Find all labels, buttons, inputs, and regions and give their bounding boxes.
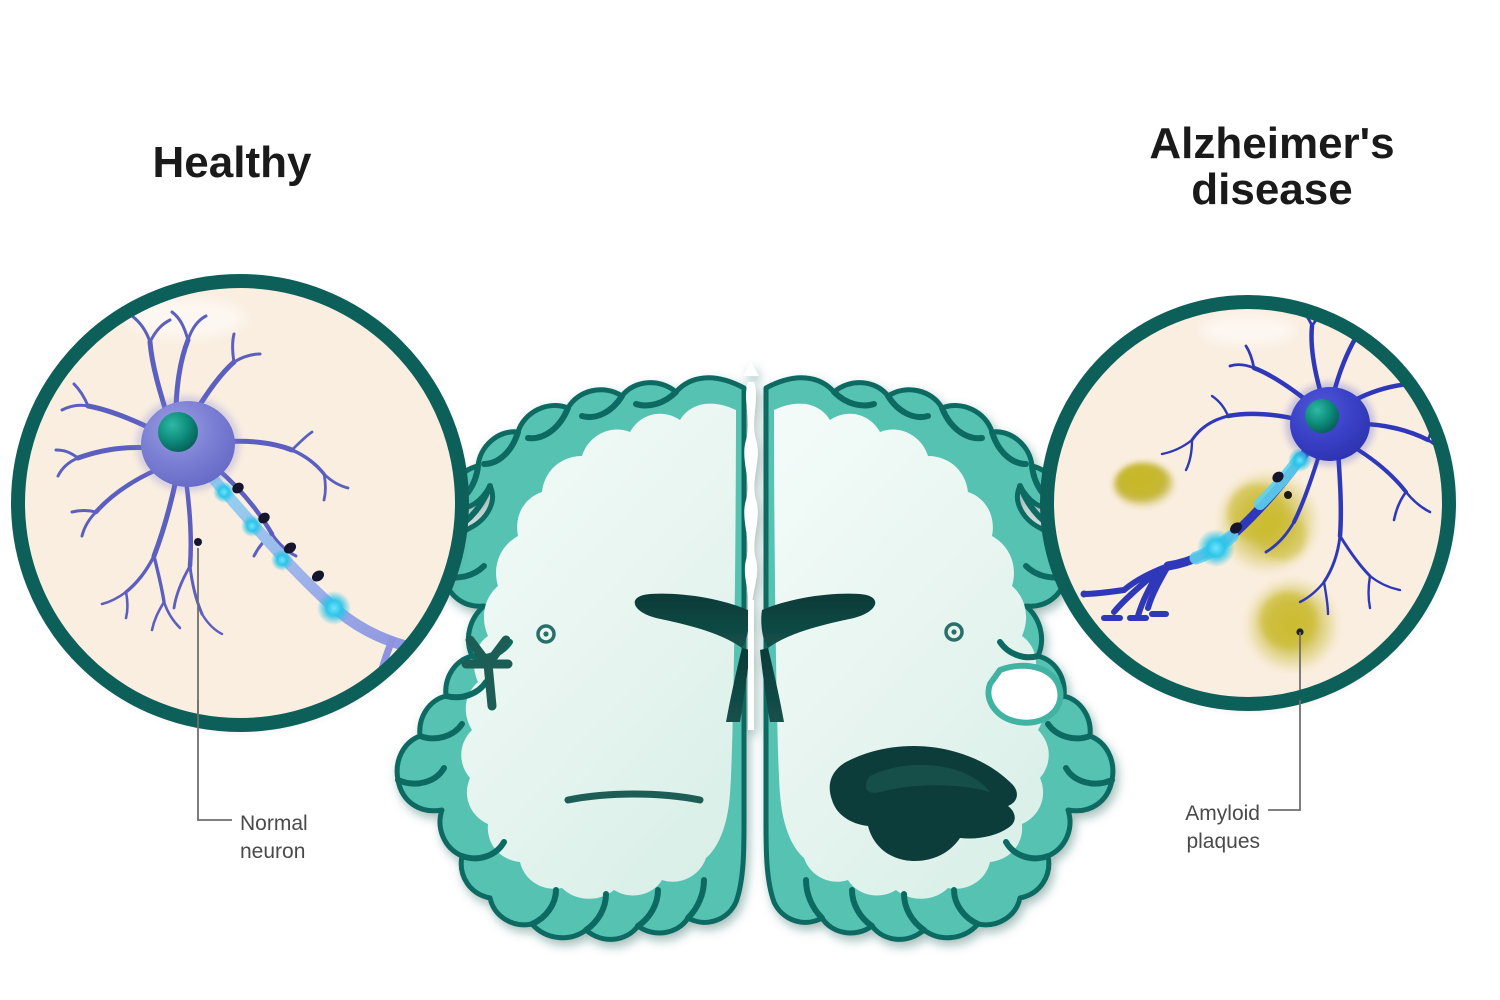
lateral-ventricles bbox=[634, 593, 876, 722]
brain-cross-section bbox=[394, 362, 1116, 942]
ventricle-right-stem bbox=[760, 648, 784, 722]
callout-normal-neuron-line1: Normal bbox=[240, 812, 308, 835]
enlarged-ventricle-highlight bbox=[865, 764, 990, 793]
ad-ranvier-nodes bbox=[1230, 471, 1284, 534]
page-title-alzheimers-line2: disease bbox=[1191, 165, 1352, 214]
healthy-circle-border bbox=[11, 274, 469, 732]
ventricle-left-wing bbox=[634, 593, 749, 648]
ad-terminal-bulbs bbox=[1080, 590, 1169, 621]
page-title-alzheimers-line1: Alzheimer's bbox=[1149, 119, 1394, 168]
plaque-lower bbox=[1244, 577, 1340, 673]
fissure-lower-gap bbox=[748, 600, 754, 730]
normal-leader-outside bbox=[197, 700, 232, 821]
left-internal-fissure bbox=[461, 635, 513, 711]
normal-neuron bbox=[54, 310, 462, 702]
left-white-matter bbox=[461, 403, 736, 899]
ventricle-right-wing bbox=[761, 593, 876, 648]
ad-nucleus bbox=[1305, 399, 1339, 433]
fissure-top-notch bbox=[743, 362, 759, 376]
healthy-panel bbox=[11, 274, 469, 732]
brain-left-hemisphere bbox=[394, 375, 747, 942]
healthy-dendrites bbox=[54, 310, 350, 636]
callout-amyloid-plaques-line1: Amyloid bbox=[1185, 802, 1260, 825]
left-lower-sulcus bbox=[564, 790, 704, 804]
interhemispheric-fissure bbox=[744, 382, 758, 606]
healthy-circle-sheen bbox=[126, 298, 246, 338]
alzheimers-panel bbox=[1040, 295, 1456, 811]
ventricle-left-stem bbox=[726, 648, 750, 722]
healthy-nucleus bbox=[158, 412, 198, 452]
alzheimers-circle-border bbox=[1040, 295, 1456, 711]
amyloid-leader-outside bbox=[1268, 700, 1301, 811]
right-nucleus-marker bbox=[944, 622, 964, 642]
healthy-ranvier-nodes bbox=[194, 482, 325, 582]
page-title-healthy: Healthy bbox=[153, 138, 312, 187]
healthy-myelin-nodes bbox=[213, 481, 351, 625]
ad-axon-terminals bbox=[1081, 563, 1171, 619]
right-sulci-group bbox=[803, 389, 1115, 933]
plaque-speck bbox=[1284, 491, 1292, 499]
left-nucleus-marker bbox=[536, 624, 556, 644]
right-atrophy-notch bbox=[985, 662, 1064, 726]
alzheimers-neuron bbox=[1080, 304, 1449, 621]
callout-amyloid-plaques-line2: plaques bbox=[1186, 830, 1260, 853]
callout-normal-neuron-line2: neuron bbox=[240, 840, 305, 863]
alzheimers-circle-sheen bbox=[1200, 315, 1296, 345]
normal-neuron-leader-line bbox=[197, 548, 232, 725]
plaque-small-left bbox=[1114, 463, 1174, 507]
